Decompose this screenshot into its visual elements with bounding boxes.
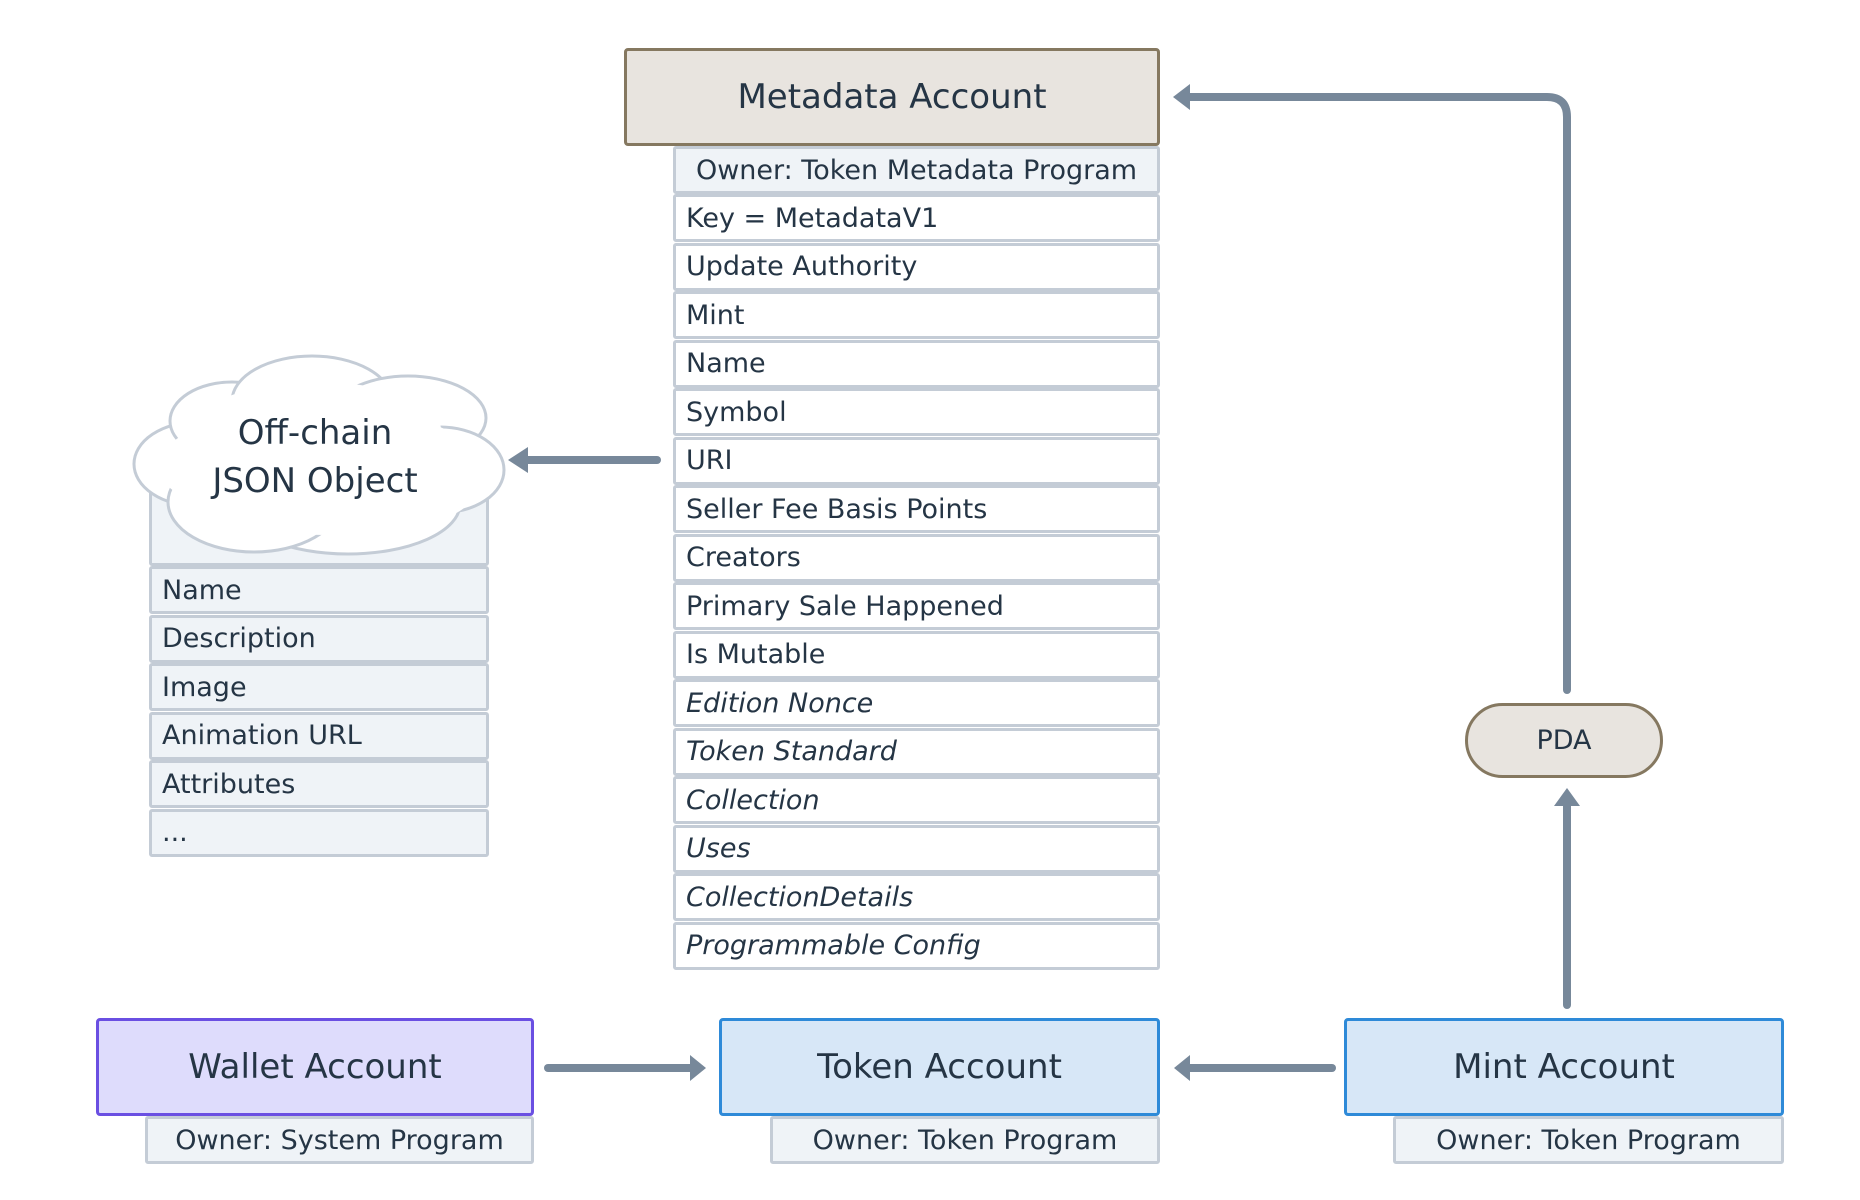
metadata-field-row: Key = MetadataV1 xyxy=(673,194,1160,242)
pda-to-metadata-arrow xyxy=(1173,84,1571,694)
metadata-field-row: Name xyxy=(673,339,1160,388)
mint-account-owner: Owner: Token Program xyxy=(1393,1116,1784,1164)
metadata-field-row: Mint xyxy=(673,291,1160,339)
token-to-wallet-arrow xyxy=(544,1055,706,1081)
metadata-field-row: Programmable Config xyxy=(673,921,1160,970)
metadata-field-row: Update Authority xyxy=(673,242,1160,291)
metadata-field-row: Uses xyxy=(673,824,1160,873)
uri-to-offchain-arrow xyxy=(508,447,661,473)
metadata-field-row: CollectionDetails xyxy=(673,873,1160,921)
metadata-field-row: Symbol xyxy=(673,388,1160,436)
offchain-json-field-row: Animation URL xyxy=(149,711,489,760)
wallet-account-owner: Owner: System Program xyxy=(145,1116,534,1164)
offchain-json-field-row: Image xyxy=(149,663,489,711)
offchain-json-field-row: Description xyxy=(149,614,489,663)
mint-to-pda-arrow xyxy=(1554,788,1580,1009)
offchain-json-title: Off-chain JSON Object xyxy=(212,413,418,501)
metadata-field-row: Token Standard xyxy=(673,727,1160,776)
metadata-account-owner: Owner: Token Metadata Program xyxy=(673,146,1160,194)
offchain-json-field-row: ... xyxy=(149,808,489,857)
metadata-field-row: Primary Sale Happened xyxy=(673,582,1160,630)
pda-node: PDA xyxy=(1465,703,1663,778)
metadata-account-node: Metadata Account xyxy=(624,48,1160,146)
metadata-field-row: Edition Nonce xyxy=(673,679,1160,727)
metadata-field-row: Seller Fee Basis Points xyxy=(673,485,1160,533)
wallet-account-node: Wallet Account xyxy=(96,1018,534,1116)
token-account-node: Token Account xyxy=(719,1018,1160,1116)
mint-to-token-arrow xyxy=(1174,1055,1336,1081)
metadata-field-row: URI xyxy=(673,436,1160,485)
metadata-field-row: Is Mutable xyxy=(673,630,1160,679)
offchain-json-cloud-icon xyxy=(132,354,506,556)
metadata-field-row: Collection xyxy=(673,776,1160,824)
offchain-json-field-row: Attributes xyxy=(149,760,489,808)
token-account-owner: Owner: Token Program xyxy=(770,1116,1160,1164)
metadata-field-row: Creators xyxy=(673,533,1160,582)
offchain-json-field-row: Name xyxy=(149,566,489,614)
mint-account-node: Mint Account xyxy=(1344,1018,1784,1116)
